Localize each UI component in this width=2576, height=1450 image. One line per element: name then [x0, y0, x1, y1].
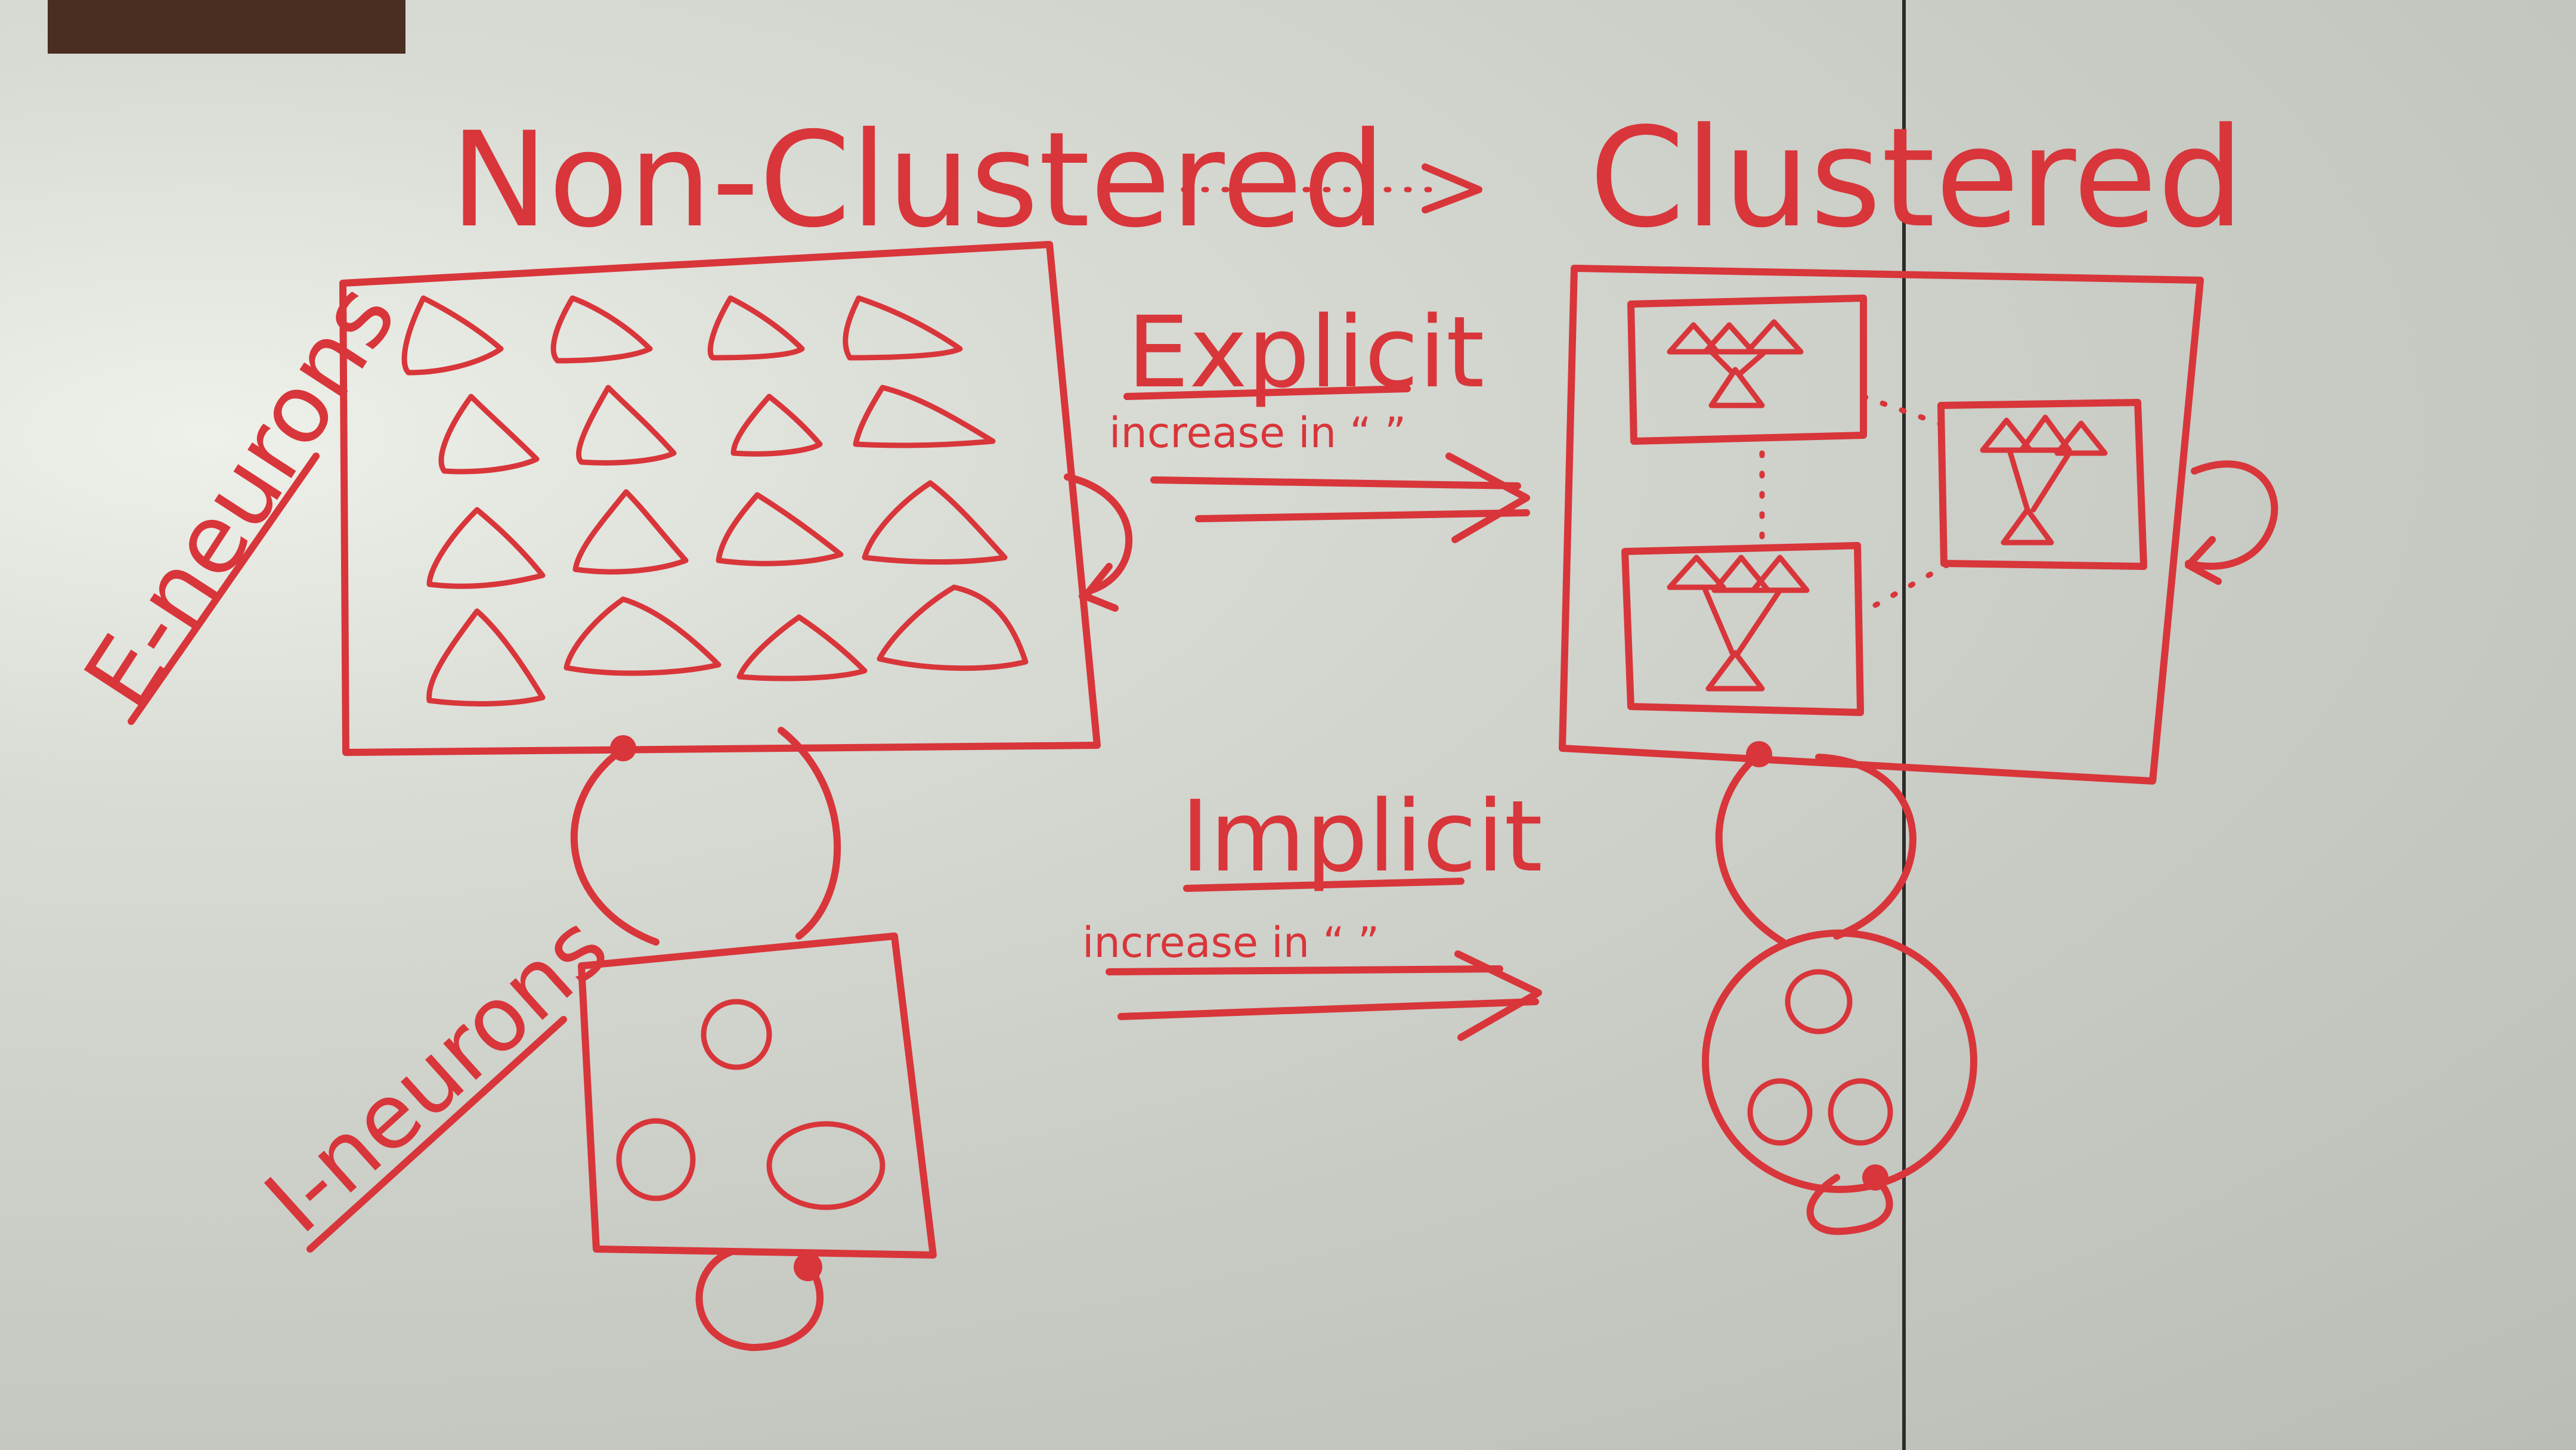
i-neuron-circle	[766, 1121, 886, 1210]
cluster-neuron-triangle	[1705, 650, 1765, 692]
cluster-box	[1621, 542, 1864, 716]
ei-connection-right	[778, 727, 841, 940]
e-neuron-triangle	[426, 507, 546, 589]
explicit-arrowhead	[1445, 453, 1530, 543]
title-non-clustered: Non-Clustered	[450, 104, 1386, 256]
cluster-neuron-triangle	[2018, 414, 2072, 453]
cluster-1	[1627, 295, 1867, 445]
explicit-arrow-line-2	[1195, 509, 1530, 522]
label-i-neurons: I-neurons	[246, 895, 628, 1253]
clustered-box-self-loop	[2185, 460, 2278, 570]
cluster-2	[1937, 399, 2147, 570]
e-neuron-triangle	[401, 295, 504, 376]
title-clustered: Clustered	[1589, 99, 2244, 258]
e-box-self-loop	[1064, 473, 1133, 600]
label-e-neurons: E-neurons	[63, 265, 417, 728]
e-box-self-loop-arrow	[1082, 563, 1119, 612]
e-neuron-triangle	[438, 394, 540, 475]
label-e-neurons-underline	[128, 453, 320, 725]
i-neuron-box	[578, 932, 937, 1259]
clustered-i-self-loop	[1806, 1174, 1893, 1235]
synapse-dot	[1746, 741, 1772, 767]
e-neuron-triangle	[877, 584, 1029, 671]
cluster-neuron-triangle	[1744, 319, 1804, 355]
e-neuron-triangle	[572, 489, 689, 575]
label-implicit-sub: increase in “ ”	[1082, 918, 1379, 967]
e-neuron-triangle	[550, 295, 653, 364]
e-neuron-triangle	[730, 394, 823, 457]
cluster-links	[1702, 587, 1783, 656]
cluster-neuron-triangle	[1667, 322, 1720, 355]
i-neuron-circles	[616, 999, 886, 1210]
synapse-dot	[610, 735, 636, 761]
cluster-link-dotted	[1872, 560, 1953, 608]
e-neuron-triangle	[716, 492, 844, 566]
cluster-neuron-triangle	[2001, 507, 2054, 546]
label-implicit-underline	[1183, 878, 1465, 892]
i-neuron-circle	[1747, 1078, 1813, 1146]
implicit-arrow-line-1	[1106, 965, 1503, 975]
label-implicit: Implicit	[1181, 779, 1543, 894]
e-neuron-triangle-grid	[401, 295, 1029, 707]
i-neuron-circle	[616, 1118, 696, 1201]
e-neuron-triangle	[576, 385, 677, 466]
i-box-self-loop	[695, 1248, 824, 1351]
cluster-neuron-triangle	[1708, 367, 1765, 408]
board-frame-corner	[48, 0, 405, 54]
e-neuron-triangle	[862, 480, 1008, 565]
clustered-ei-connection-right	[1815, 754, 1916, 940]
i-neuron-circle	[1785, 969, 1853, 1034]
e-neuron-box	[339, 241, 1101, 756]
explicit-arrow-line-1	[1150, 476, 1521, 489]
label-i-neurons-underline	[306, 1016, 567, 1253]
title-dotted-arrowhead	[1422, 163, 1482, 213]
cluster-link-dotted	[1860, 394, 1950, 429]
e-neuron-triangle	[843, 295, 963, 361]
label-explicit-sub: increase in “ ”	[1109, 408, 1406, 457]
cluster-neuron-triangle	[1711, 554, 1771, 593]
synapse-dot	[794, 1253, 822, 1281]
cluster-links	[2007, 447, 2072, 513]
i-neuron-circle	[701, 999, 772, 1070]
cluster-box	[1627, 295, 1867, 445]
e-neuron-triangle	[736, 614, 868, 681]
clustered-box-self-loop-arrow	[2185, 536, 2222, 585]
clustered-ei-connection-left	[1715, 751, 1787, 946]
e-neuron-triangle	[707, 295, 805, 361]
e-neuron-triangle	[426, 608, 546, 707]
cluster-neuron-triangle	[1980, 417, 2033, 453]
cluster-neuron-triangle	[1667, 554, 1726, 590]
e-neuron-triangle	[564, 596, 722, 676]
cluster-3	[1621, 542, 1864, 716]
clustered-i-neuron-group	[1702, 930, 1977, 1193]
cluster-box	[1937, 399, 2147, 570]
clustered-box	[1559, 265, 2204, 785]
clustered-i-neuron-circles	[1747, 969, 1893, 1146]
cluster-neuron-triangle	[2054, 420, 2108, 456]
e-neuron-triangle	[853, 385, 996, 448]
i-neuron-circle	[1828, 1078, 1893, 1146]
implicit-arrowhead	[1454, 950, 1542, 1041]
ei-connection-left	[570, 748, 660, 946]
implicit-arrow-line-2	[1117, 998, 1539, 1020]
synapse-dot	[1862, 1164, 1888, 1191]
cluster-neuron-triangle	[1702, 322, 1756, 355]
cluster-links	[1708, 349, 1768, 376]
label-explicit-underline	[1123, 385, 1411, 400]
